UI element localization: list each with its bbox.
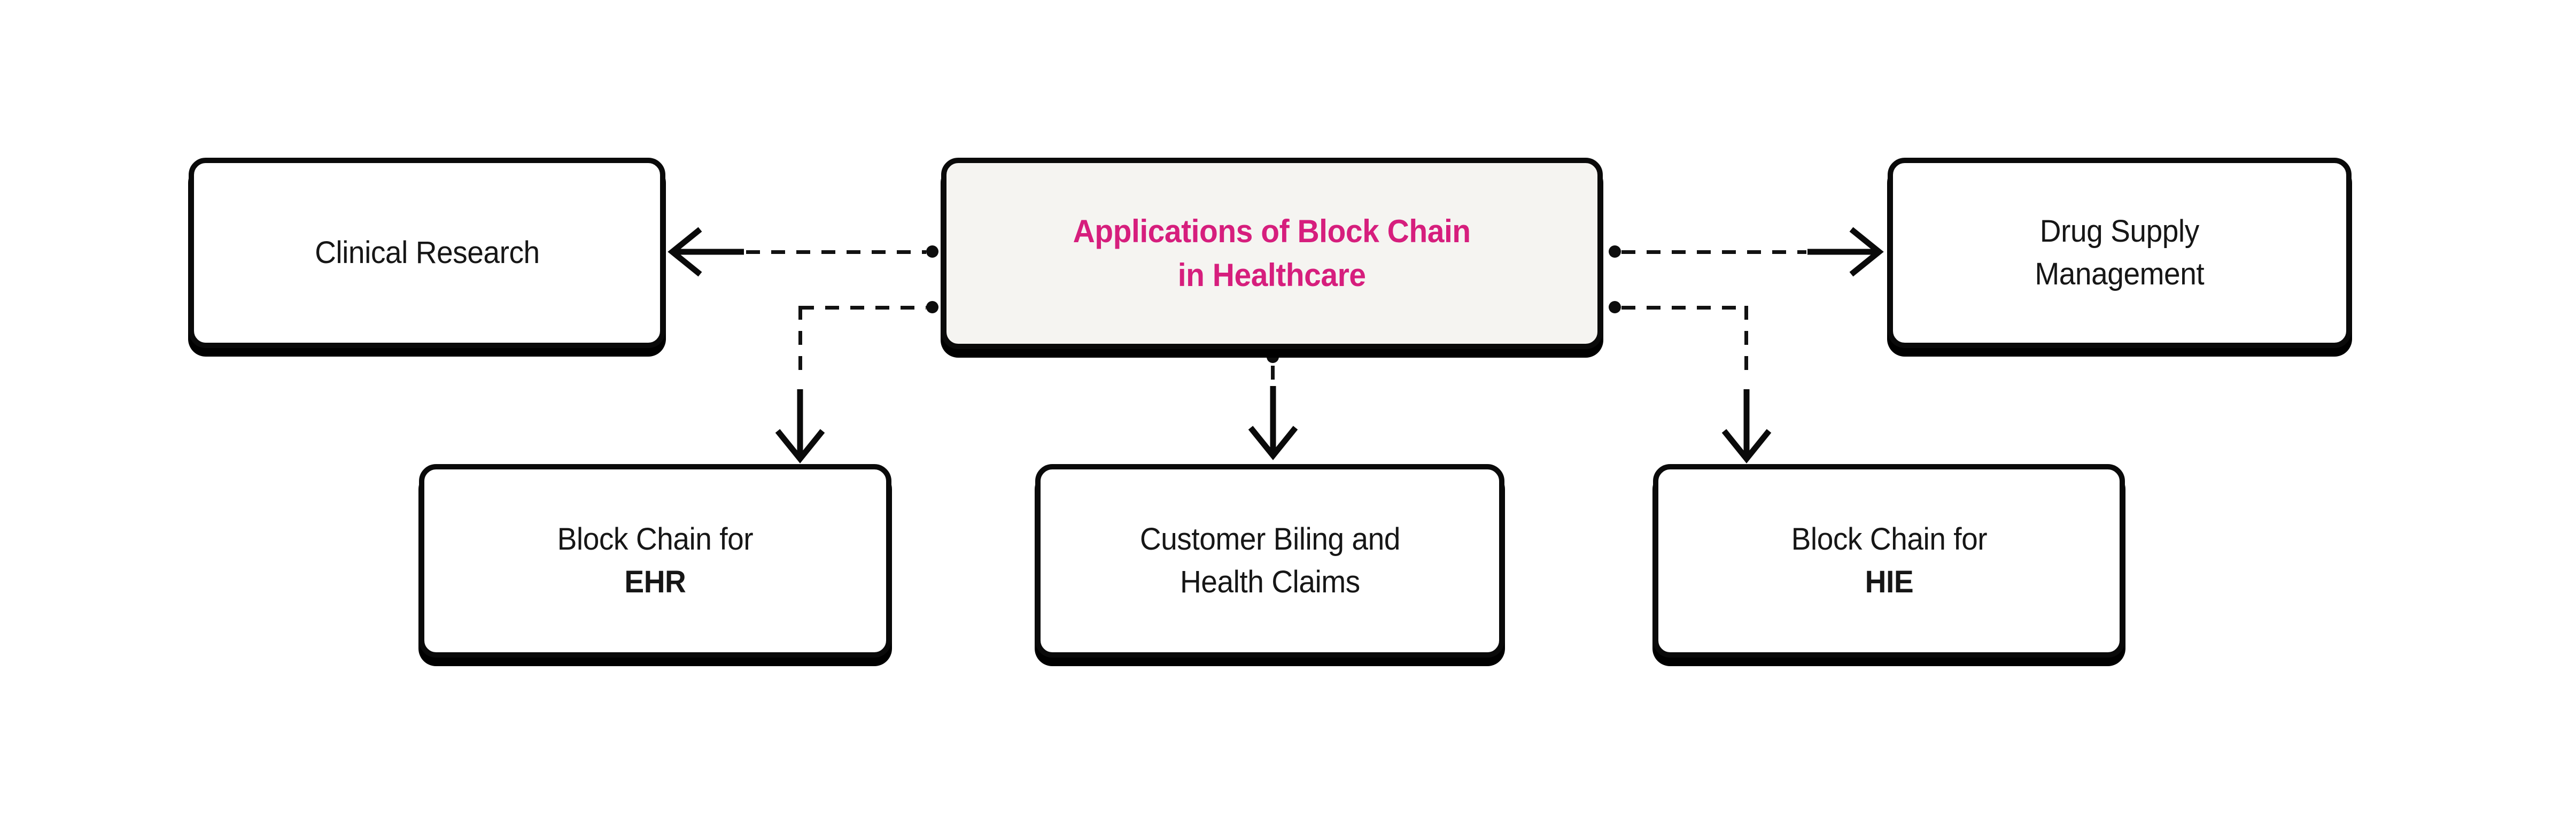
node-label: Clinical Research [315, 231, 540, 274]
arrow-down-icon [1248, 386, 1298, 460]
node-drug-supply-management: Drug Supply Management [1888, 158, 2352, 348]
dashed-line [1744, 306, 1748, 379]
node-label-line: Block Chain for [1791, 522, 1987, 557]
node-label-line: Customer Biling and [1139, 522, 1400, 557]
node-label-line: Block Chain for [557, 522, 754, 557]
title-line: Applications of Block Chain [1073, 213, 1471, 249]
node-label: Block Chain for EHR [557, 518, 754, 604]
dashed-line [798, 306, 802, 379]
arrow-left-icon [668, 227, 744, 277]
connection-dot [1609, 301, 1621, 313]
node-clinical-research: Clinical Research [189, 158, 665, 348]
arrow-down-icon [775, 389, 825, 464]
node-blockchain-for-ehr: Block Chain for EHR [419, 464, 891, 658]
title-line: in Healthcare [1178, 257, 1366, 293]
node-label-line-bold: HIE [1865, 565, 1913, 599]
dashed-line [1621, 250, 1806, 254]
connection-dot [926, 301, 938, 313]
connection-dot [1267, 351, 1279, 363]
node-label-line: Drug Supply [2039, 214, 2199, 249]
arrow-right-icon [1807, 227, 1884, 277]
diagram-title: Applications of Block Chain in Healthcar… [1073, 210, 1471, 297]
dashed-line [1271, 366, 1275, 384]
node-label: Customer Biling and Health Claims [1139, 518, 1400, 604]
node-label-line-bold: EHR [624, 565, 686, 599]
dashed-line [1621, 306, 1747, 310]
connection-dot [1609, 245, 1621, 258]
node-applications-of-blockchain: Applications of Block Chain in Healthcar… [941, 158, 1603, 349]
arrow-down-icon [1721, 389, 1772, 464]
connection-dot [926, 245, 938, 258]
dashed-line [800, 306, 926, 310]
node-label: Block Chain for HIE [1791, 518, 1987, 604]
node-label-line: Management [2035, 257, 2205, 291]
node-label: Drug Supply Management [2035, 210, 2205, 296]
node-label-line: Clinical Research [314, 235, 540, 270]
node-customer-biling-health-claims: Customer Biling and Health Claims [1035, 464, 1504, 658]
node-label-line: Health Claims [1180, 565, 1360, 599]
dashed-line [746, 250, 926, 254]
node-blockchain-for-hie: Block Chain for HIE [1653, 464, 2125, 658]
